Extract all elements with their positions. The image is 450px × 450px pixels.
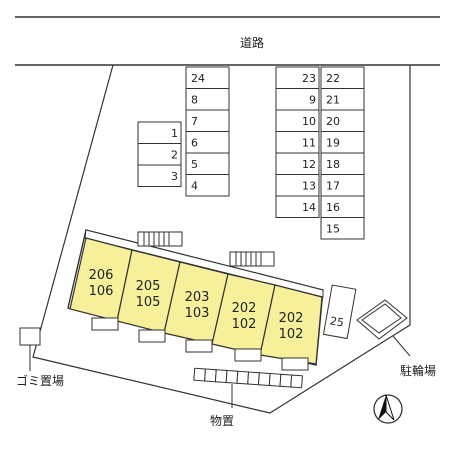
parking-slot-number: 4 [191, 179, 198, 192]
bicycle-label: 駐輪場 [400, 363, 436, 378]
parking-slot-number: 14 [302, 201, 316, 214]
parking-slot-number: 12 [302, 158, 316, 171]
parking-slot-number: 17 [326, 179, 340, 192]
parking-slot-number: 20 [326, 115, 340, 128]
parking-slot-number: 9 [309, 93, 316, 106]
parking-slot-number: 2 [171, 148, 178, 161]
north-arrow-icon [373, 394, 403, 424]
storage-unit [247, 371, 260, 386]
storage-unit [204, 368, 217, 383]
unit-number-upper: 203 [185, 290, 210, 305]
lot-boundary [32, 64, 411, 414]
stairs-right [229, 251, 275, 267]
unit-number-lower: 103 [185, 306, 210, 321]
stairs-left [137, 231, 183, 247]
storage-unit [268, 372, 282, 387]
parking-slot-extra: 25 [322, 284, 357, 340]
parking-slot-number: 19 [326, 136, 340, 149]
parking-slot-number: 21 [326, 93, 340, 106]
parking-slot-number: 18 [326, 158, 340, 171]
parking-slot [320, 217, 365, 240]
garbage-area [19, 327, 41, 346]
storage-unit [193, 367, 206, 382]
building-roof-edge [84, 229, 324, 298]
garbage-label: ゴミ置場 [16, 373, 64, 388]
storage-unit [290, 374, 303, 389]
parking-slot [322, 284, 357, 340]
parking-slot-number: 23 [302, 72, 316, 85]
storage-sheds [193, 367, 303, 389]
unit-steps [91, 317, 309, 371]
storage-unit [279, 373, 293, 388]
parking-slot-number: 7 [191, 115, 198, 128]
parking-slot-number: 25 [329, 314, 345, 329]
parking-area: 1232487654239101112131422212019181716152… [137, 66, 365, 340]
storage-unit [214, 369, 228, 384]
bicycle-leader [392, 335, 411, 357]
road-label: 道路 [240, 35, 264, 50]
parking-slot-number: 11 [302, 136, 316, 149]
parking-slot [275, 195, 320, 218]
storage-unit [257, 372, 271, 387]
unit-number-lower: 105 [136, 295, 161, 310]
storage-label: 物置 [210, 414, 234, 428]
parking-slot-number: 22 [326, 72, 340, 85]
unit-number-upper: 202 [232, 301, 257, 316]
unit-number-lower: 102 [232, 317, 257, 332]
parking-slot-number: 15 [326, 222, 340, 235]
unit-number-upper: 205 [136, 279, 161, 294]
parking-slot-number: 1 [171, 127, 178, 140]
storage-unit [236, 370, 250, 385]
parking-slot-number: 16 [326, 201, 340, 214]
parking-slot-number: 5 [191, 158, 198, 171]
bicycle-parking [356, 299, 408, 340]
parking-slot-number: 24 [191, 72, 205, 85]
apartment-unit [259, 284, 323, 365]
unit-number-lower: 106 [89, 284, 114, 299]
parking-slot-number: 10 [302, 115, 316, 128]
unit-number-upper: 206 [89, 268, 114, 283]
parking-slot-number: 8 [191, 93, 198, 106]
parking-slot [137, 164, 182, 187]
parking-slot [185, 174, 230, 197]
parking-slot-number: 13 [302, 179, 316, 192]
unit-number-lower: 102 [279, 327, 304, 342]
unit-number-upper: 202 [279, 311, 304, 326]
storage-unit [225, 369, 239, 384]
parking-slot-number: 6 [191, 136, 198, 149]
road: 道路 [15, 16, 440, 66]
parking-slot-number: 3 [171, 170, 178, 183]
